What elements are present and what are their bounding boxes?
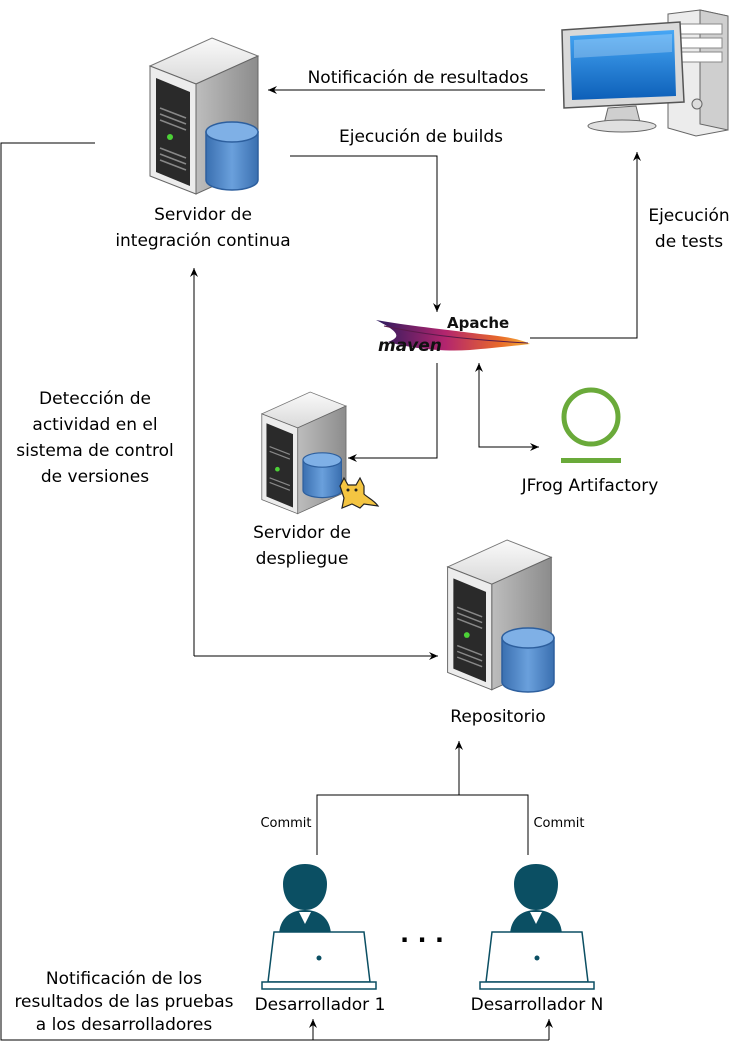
tests-label-2: de tests — [655, 232, 723, 252]
dev1-label: Desarrollador 1 — [255, 995, 386, 1015]
ellipsis: · · · — [400, 926, 444, 954]
maven-text: maven — [378, 336, 442, 356]
dev-notification-label-1: Notificación de los — [46, 969, 202, 989]
artifactory-node[interactable]: JFrog Artifactory — [521, 387, 659, 496]
desktop-computer-icon — [561, 9, 729, 137]
laptop-icon — [261, 931, 377, 990]
edge-commits — [316, 794, 529, 855]
vcs-label-1: Detección de — [39, 389, 151, 409]
maven-node[interactable]: Apache maven — [376, 314, 530, 356]
artifactory-icon — [561, 387, 621, 463]
artifactory-label: JFrog Artifactory — [521, 476, 659, 496]
developer-1-node[interactable]: Desarrollador 1 — [255, 864, 386, 1015]
ci-server-label-1: Servidor de — [154, 205, 252, 225]
developer-icon — [510, 864, 562, 936]
desktop-computer-node[interactable] — [561, 9, 729, 137]
vcs-label-2: actividad en el — [32, 415, 157, 435]
tomcat-icon — [339, 476, 380, 509]
edge-deploy — [348, 363, 438, 462]
tests-label-1: Ejecución — [648, 206, 729, 226]
ci-server-label-2: integración continua — [115, 231, 290, 251]
developer-n-node[interactable]: Desarrollador N — [471, 864, 604, 1015]
database-icon — [205, 121, 259, 191]
builds-label: Ejecución de builds — [339, 127, 503, 147]
vcs-label-3: sistema de control — [16, 441, 174, 461]
server-icon — [446, 539, 553, 691]
edge-tests — [530, 152, 641, 339]
repository-node[interactable]: Repositorio — [446, 539, 555, 727]
laptop-icon — [479, 931, 595, 990]
ci-server-node[interactable]: Servidor de integración continua — [115, 37, 291, 251]
connectors — [0, 86, 641, 1041]
commit-left-label: Commit — [260, 816, 311, 831]
deploy-server-node[interactable]: Servidor de despliegue — [253, 391, 380, 569]
dev-notification-label-3: a los desarrolladores — [36, 1015, 213, 1035]
edge-builds — [290, 155, 441, 312]
developer-icon — [279, 864, 331, 936]
maven-apache-text: Apache — [447, 314, 509, 332]
maven-feather-icon — [376, 320, 530, 351]
repository-label: Repositorio — [450, 707, 545, 727]
vcs-label-4: de versiones — [41, 467, 149, 487]
commit-right-label: Commit — [533, 816, 584, 831]
dev-notification-label-2: resultados de las pruebas — [14, 992, 233, 1012]
results-notification-label: Notificación de resultados — [308, 68, 529, 88]
edge-dev-notification — [0, 142, 549, 1041]
deploy-server-label-1: Servidor de — [253, 523, 351, 543]
edge-artifactory-maven — [475, 363, 539, 448]
database-icon — [302, 452, 343, 499]
devN-label: Desarrollador N — [471, 995, 604, 1015]
database-icon — [501, 627, 555, 693]
deploy-server-label-2: despliegue — [256, 549, 349, 569]
